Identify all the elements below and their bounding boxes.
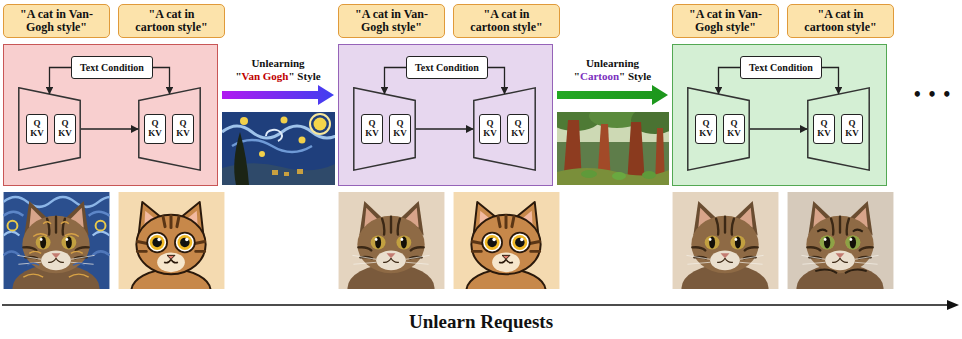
flow-arrow	[416, 128, 473, 129]
attention-block: Q KV	[841, 114, 863, 144]
attention-text: Q KV	[175, 119, 191, 139]
attention-block: Q KV	[507, 114, 529, 144]
decoder-block: Q KV Q KV	[807, 87, 870, 171]
encoder-block: Q KV Q KV	[687, 87, 750, 171]
attention-block: Q KV	[172, 114, 194, 144]
prompt-text: "A cat in cartoon style"	[129, 8, 214, 35]
prompt-tag: "A cat in cartoon style"	[118, 4, 225, 38]
trapezoid-shape	[808, 88, 869, 170]
attention-block: Q KV	[54, 114, 76, 144]
prompt-tag: "A cat in cartoon style"	[453, 4, 560, 38]
attention-text: Q KV	[147, 119, 163, 139]
highlighted-term: Van Gogh	[242, 70, 289, 82]
attention-text: Q KV	[29, 119, 45, 139]
decoder-block: Q KV Q KV	[138, 87, 201, 171]
attention-text: Q KV	[844, 119, 860, 139]
prompt-text: "A cat in cartoon style"	[798, 8, 883, 35]
photo-cat-image	[673, 192, 779, 312]
model-box: Text Condition Q KV Q KV Q KV Q KV	[338, 44, 553, 186]
trapezoid-shape	[19, 88, 80, 170]
trapezoid-shape	[474, 88, 535, 170]
encoder-block: Q KV Q KV	[353, 87, 416, 171]
timeline-arrowhead	[947, 300, 959, 310]
unlearning-step-label: Unlearning "Cartoon" Style	[563, 57, 663, 83]
attention-block: Q KV	[695, 114, 717, 144]
condition-text: Text Condition	[80, 62, 144, 74]
attention-block: Q KV	[389, 114, 411, 144]
quoted-term: "Van Gogh"	[235, 70, 294, 82]
model-box: Text Condition Q KV Q KV Q KV Q KV	[672, 44, 887, 186]
attention-text: Q KV	[57, 119, 73, 139]
prompt-tag: "A cat in Van-Gogh style"	[3, 4, 110, 38]
van-gogh-style-image	[222, 112, 342, 185]
cartoon-style-image	[549, 104, 679, 185]
continuation-dots: • • •	[905, 86, 959, 104]
attention-text: Q KV	[510, 119, 526, 139]
attention-text: Q KV	[816, 119, 832, 139]
attention-text: Q KV	[364, 119, 380, 139]
attention-block: Q KV	[144, 114, 166, 144]
axis-label: Unlearn Requests	[331, 311, 631, 334]
condition-text: Text Condition	[749, 62, 813, 74]
attention-block: Q KV	[26, 114, 48, 144]
attention-text: Q KV	[698, 119, 714, 139]
timeline-axis	[2, 304, 950, 306]
photo-cat-image	[788, 192, 894, 312]
cartoon-cat-image	[454, 192, 560, 313]
prompt-tag: "A cat in Van-Gogh style"	[672, 4, 779, 38]
trapezoid-shape	[688, 88, 749, 170]
text-condition-box: Text Condition	[740, 56, 822, 79]
van-gogh-cat-image	[4, 192, 123, 312]
encoder-block: Q KV Q KV	[18, 87, 81, 171]
text-condition-box: Text Condition	[71, 56, 153, 79]
unlearning-arrow	[222, 85, 334, 105]
attention-block: Q KV	[813, 114, 835, 144]
condition-text: Text Condition	[415, 62, 479, 74]
prompt-text: "A cat in cartoon style"	[464, 8, 549, 35]
model-box: Text Condition Q KV Q KV Q KV Q KV	[3, 44, 218, 186]
prompt-text: "A cat in Van-Gogh style"	[14, 8, 99, 35]
decoder-block: Q KV Q KV	[473, 87, 536, 171]
attention-block: Q KV	[479, 114, 501, 144]
prompt-text: "A cat in Van-Gogh style"	[349, 8, 434, 35]
prompt-tag: "A cat in Van-Gogh style"	[338, 4, 445, 38]
attention-text: Q KV	[482, 119, 498, 139]
attention-text: Q KV	[726, 119, 742, 139]
prompt-tag: "A cat in cartoon style"	[787, 4, 894, 38]
prompt-text: "A cat in Van-Gogh style"	[683, 8, 768, 35]
trapezoid-shape	[354, 88, 415, 170]
quoted-term: "Cartoon"	[574, 70, 625, 82]
photo-cat-image	[339, 192, 445, 312]
text-condition-box: Text Condition	[406, 56, 488, 79]
highlighted-term: Cartoon	[580, 70, 619, 82]
unlearning-arrow	[557, 85, 668, 105]
flow-arrow	[750, 128, 807, 129]
cartoon-cat-image	[119, 192, 225, 313]
attention-text: Q KV	[392, 119, 408, 139]
attention-block: Q KV	[361, 114, 383, 144]
trapezoid-shape	[139, 88, 200, 170]
attention-block: Q KV	[723, 114, 745, 144]
unlearning-step-label: Unlearning "Van Gogh" Style	[228, 57, 328, 83]
flow-arrow	[81, 128, 138, 129]
